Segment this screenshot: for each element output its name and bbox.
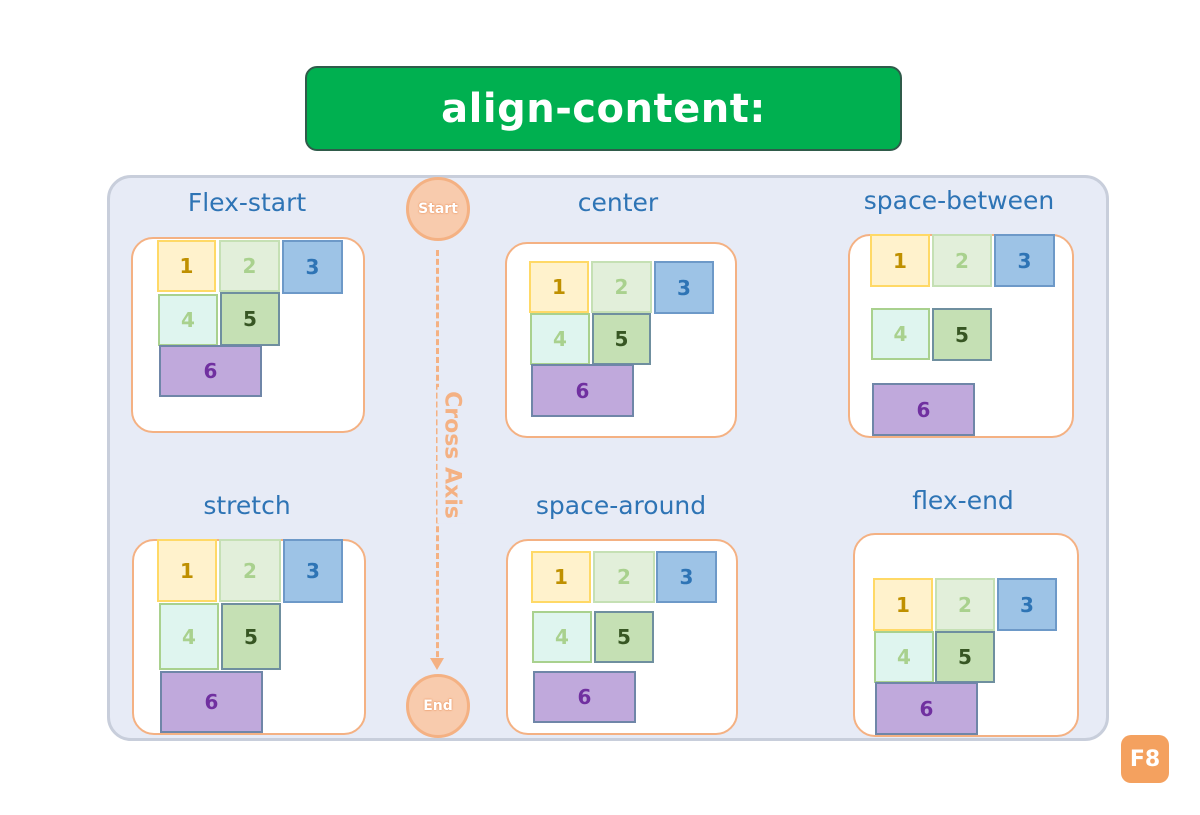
item-2: 2 [932,234,992,287]
item-2: 2 [219,240,280,292]
item-1: 1 [157,539,217,602]
arrow-down-icon [430,658,444,670]
item-3: 3 [994,234,1055,287]
item-5: 5 [594,611,654,663]
item-2: 2 [591,261,652,313]
f8-logo: F8 [1121,735,1169,783]
item-5: 5 [932,308,992,361]
item-3: 3 [282,240,343,294]
item-6: 6 [159,345,262,397]
item-5: 5 [220,292,280,346]
item-2: 2 [935,578,995,631]
item-6: 6 [160,671,263,733]
item-5: 5 [592,313,651,365]
item-2: 2 [593,551,655,603]
item-4: 4 [871,308,930,360]
label-flex-start: Flex-start [187,188,307,217]
axis-end-marker: End [406,674,470,738]
item-3: 3 [283,539,343,603]
label-space-around: space-around [535,491,707,520]
item-1: 1 [870,234,930,287]
item-6: 6 [533,671,636,723]
item-4: 4 [158,294,218,346]
item-2: 2 [219,539,281,602]
axis-start-marker: Start [406,177,470,241]
item-3: 3 [656,551,717,603]
item-4: 4 [530,313,590,365]
title-text: align-content: [441,85,766,132]
item-4: 4 [159,603,219,670]
item-6: 6 [872,383,975,436]
item-6: 6 [875,682,978,735]
item-1: 1 [531,551,591,603]
cross-axis-label: Cross Axis [437,387,467,523]
label-flex-end: flex-end [912,486,1014,515]
item-1: 1 [873,578,933,631]
item-4: 4 [532,611,592,663]
title-banner: align-content: [305,66,902,151]
item-3: 3 [997,578,1057,631]
item-6: 6 [531,364,634,417]
label-center: center [577,188,659,217]
item-5: 5 [221,603,281,670]
item-1: 1 [529,261,589,313]
label-space-between: space-between [863,186,1055,215]
label-stretch: stretch [203,491,291,520]
item-3: 3 [654,261,714,314]
item-1: 1 [157,240,216,292]
item-5: 5 [935,631,995,683]
item-4: 4 [874,631,934,683]
